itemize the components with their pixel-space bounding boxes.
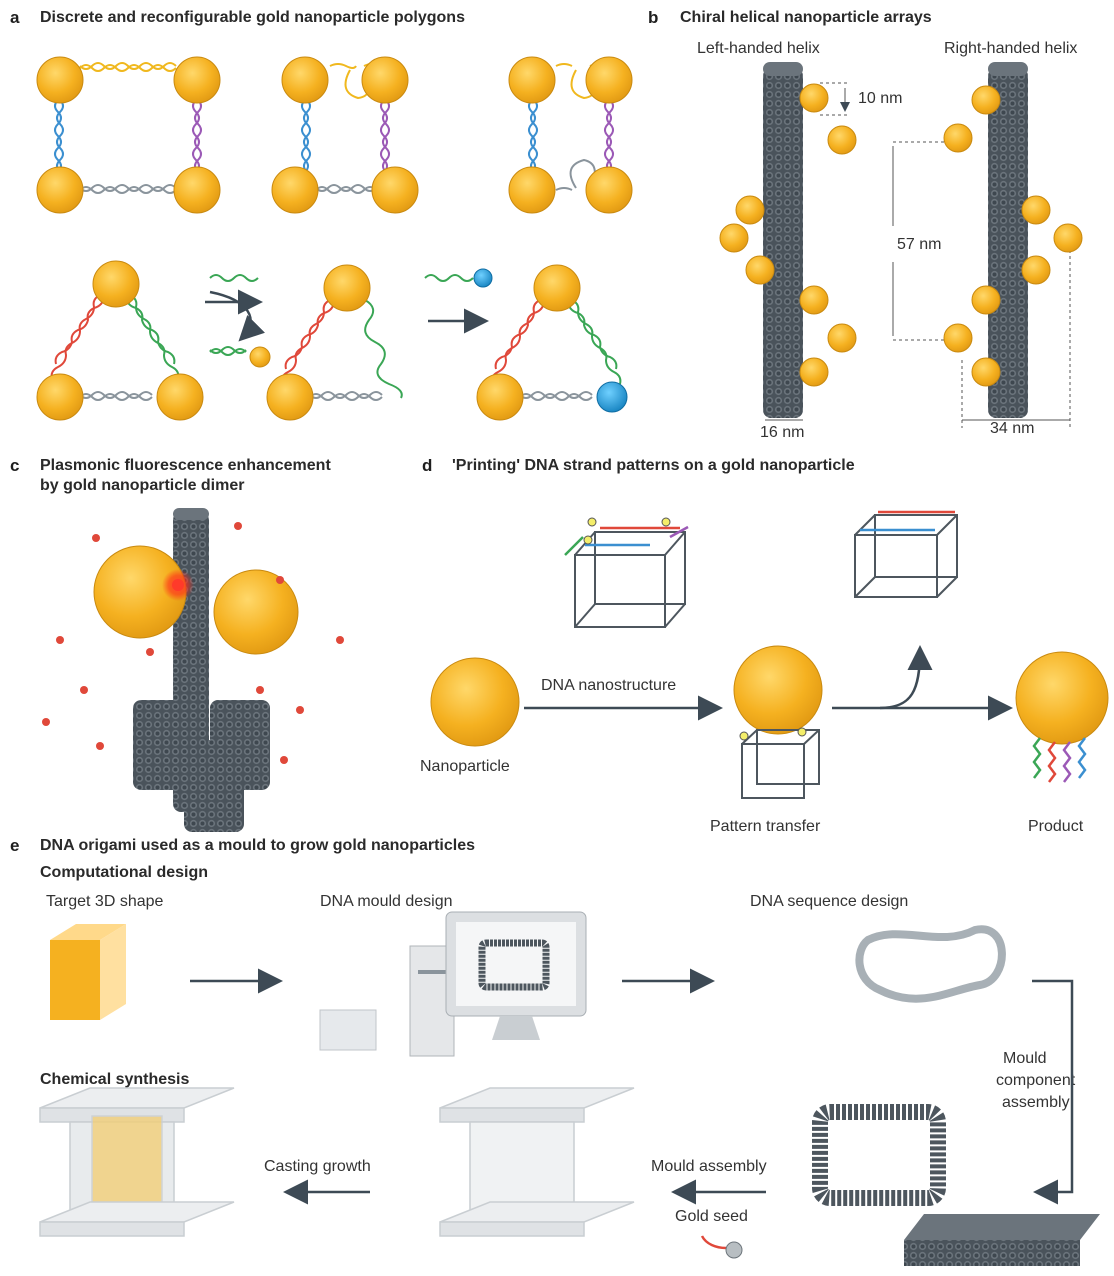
panel-b-letter: b — [648, 8, 659, 27]
displacement-arrow — [209, 290, 265, 342]
panel-c-title-1: Plasmonic fluorescence enhancement — [40, 457, 331, 474]
dna-nanostructure-label: DNA nanostructure — [541, 677, 677, 694]
nanoparticle-label: Nanoparticle — [420, 758, 510, 775]
panel-e-letter: e — [10, 836, 20, 855]
dim-57nm: 57 nm — [897, 236, 942, 253]
panel-b-graphics — [763, 62, 1071, 428]
mould-component-label-3: assembly — [1002, 1094, 1070, 1111]
mould-assembly-label: Mould assembly — [651, 1158, 767, 1175]
mould-component-label-1: Mould — [1003, 1050, 1047, 1067]
panel-a-graphics — [54, 62, 614, 194]
mould-design-label: DNA mould design — [320, 893, 453, 910]
panel-e-title: DNA origami used as a mould to grow gold… — [40, 837, 476, 854]
computational-design-heading: Computational design — [40, 864, 208, 881]
target-shape-label: Target 3D shape — [46, 893, 164, 910]
left-helix-label: Left-handed helix — [697, 40, 820, 57]
panel-d-title: 'Printing' DNA strand patterns on a gold… — [452, 457, 855, 474]
panel-a-title: Discrete and reconfigurable gold nanopar… — [40, 9, 465, 26]
panel-c-graphics — [42, 508, 344, 832]
chemical-synthesis-heading: Chemical synthesis — [40, 1071, 190, 1088]
panel-d-letter: d — [422, 456, 433, 475]
panel-e-graphics — [39, 911, 1100, 1266]
right-helix-label: Right-handed helix — [944, 40, 1078, 57]
blue-nanoparticle-small — [473, 268, 493, 288]
dim-34nm: 34 nm — [990, 420, 1035, 437]
panel-d-graphics — [430, 510, 1109, 799]
panel-c-letter: c — [10, 456, 20, 475]
gold-seed-label: Gold seed — [675, 1208, 748, 1225]
panel-a-triangles — [50, 274, 622, 401]
mould-component-label-2: component — [996, 1072, 1076, 1089]
dim-10nm: 10 nm — [858, 90, 903, 107]
panel-b-title: Chiral helical nanoparticle arrays — [680, 9, 932, 26]
right-origami-bundle — [988, 68, 1028, 418]
dim-16nm: 16 nm — [760, 424, 805, 441]
pattern-transfer-label: Pattern transfer — [710, 818, 821, 835]
product-label: Product — [1028, 818, 1084, 835]
panel-a-nanoparticles — [36, 56, 633, 214]
casting-growth-label: Casting growth — [264, 1158, 371, 1175]
left-origami-bundle — [763, 68, 803, 418]
panel-b-nanoparticles — [719, 83, 1083, 387]
sequence-design-label: DNA sequence design — [750, 893, 909, 910]
panel-a-tri-nanoparticles — [36, 260, 581, 421]
panel-c-title-2: by gold nanoparticle dimer — [40, 477, 245, 494]
panel-a-letter: a — [10, 8, 20, 27]
blue-nanoparticle — [596, 381, 628, 413]
